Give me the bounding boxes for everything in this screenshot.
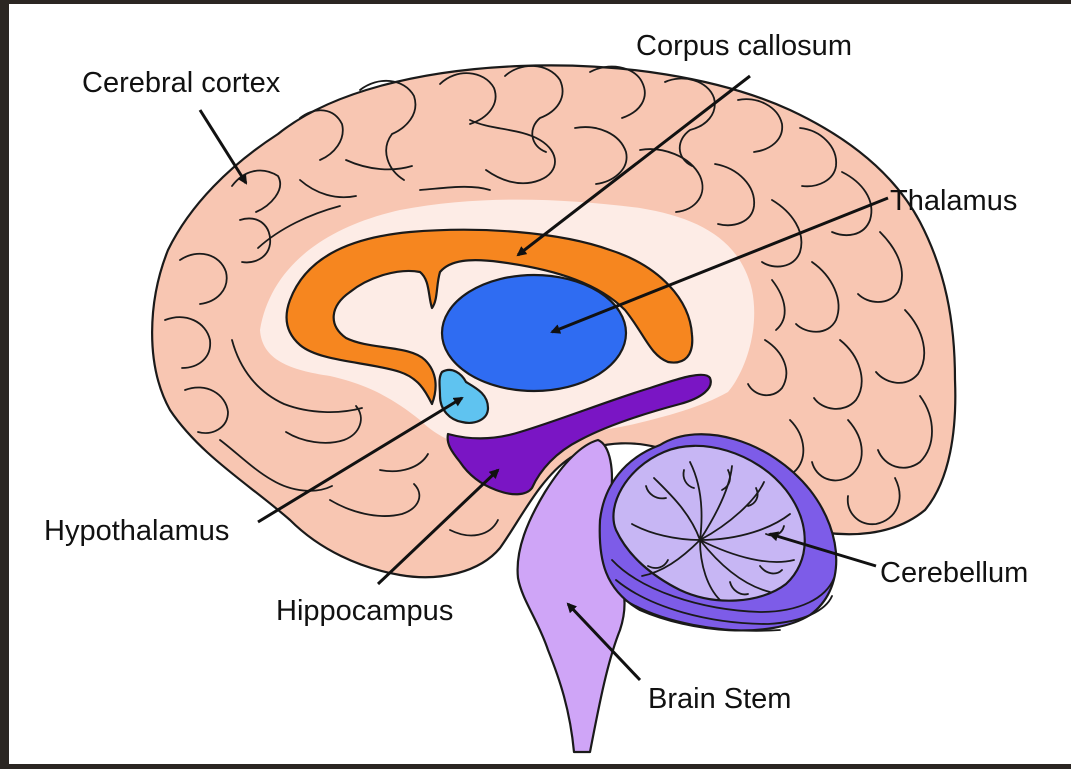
label-cerebellum: Cerebellum [880, 557, 1028, 589]
label-thalamus: Thalamus [890, 185, 1017, 217]
thalamus-shape [442, 275, 626, 391]
brain-diagram: Cerebral cortex Corpus callosum Thalamus… [9, 4, 1071, 764]
diagram-canvas: Cerebral cortex Corpus callosum Thalamus… [9, 4, 1071, 764]
label-corpus-callosum: Corpus callosum [636, 30, 852, 62]
pointer-cerebral-cortex [200, 110, 246, 183]
label-brain-stem: Brain Stem [648, 683, 791, 715]
frame-left-edge [0, 0, 9, 764]
label-cerebral-cortex: Cerebral cortex [82, 67, 281, 99]
label-hypothalamus: Hypothalamus [44, 515, 229, 547]
label-hippocampus: Hippocampus [276, 595, 453, 627]
